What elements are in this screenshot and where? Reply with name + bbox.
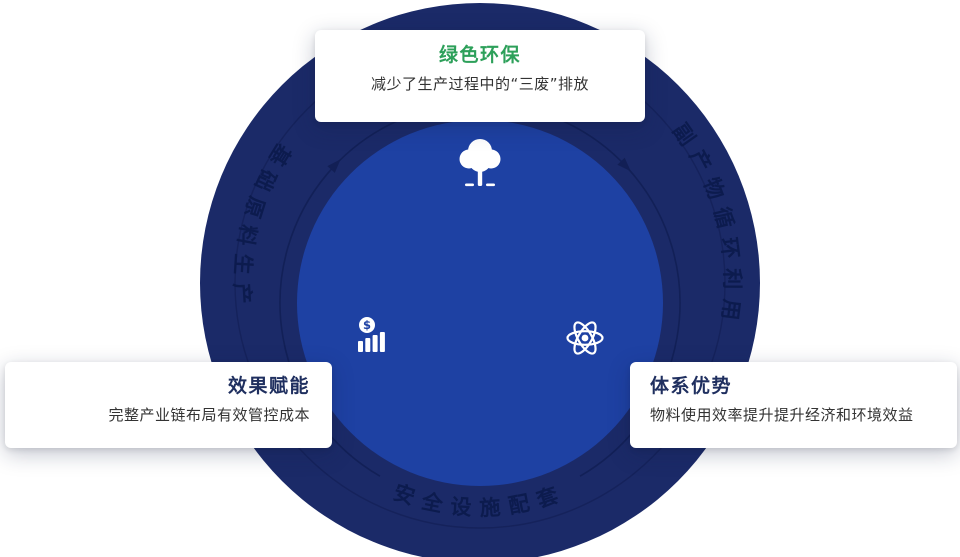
- money-bars-icon: $: [358, 317, 385, 352]
- coin-icon: [359, 317, 375, 333]
- coin-symbol: $: [363, 318, 371, 332]
- callout-card-green: 绿色环保 减少了生产过程中的“三废”排放: [315, 30, 645, 122]
- cycle-arrow-left: [327, 159, 341, 173]
- inner-circle: [297, 120, 663, 486]
- card-title: 体系优势: [650, 375, 733, 397]
- tree-icon: [459, 139, 501, 187]
- card-title: 效果赋能: [227, 375, 310, 397]
- callout-card-system: 体系优势 物料使用效率提升提升经济和环境效益: [630, 362, 957, 448]
- card-description: 物料使用效率提升提升经济和环境效益: [650, 406, 914, 424]
- card-description: 完整产业链布局有效管控成本: [108, 406, 310, 424]
- atom-icon: [566, 321, 604, 355]
- card-description: 减少了生产过程中的“三废”排放: [370, 75, 590, 93]
- card-title: 绿色环保: [438, 44, 521, 66]
- cycle-arrow-right: [617, 157, 631, 172]
- callout-card-effect: 效果赋能 完整产业链布局有效管控成本: [5, 362, 332, 448]
